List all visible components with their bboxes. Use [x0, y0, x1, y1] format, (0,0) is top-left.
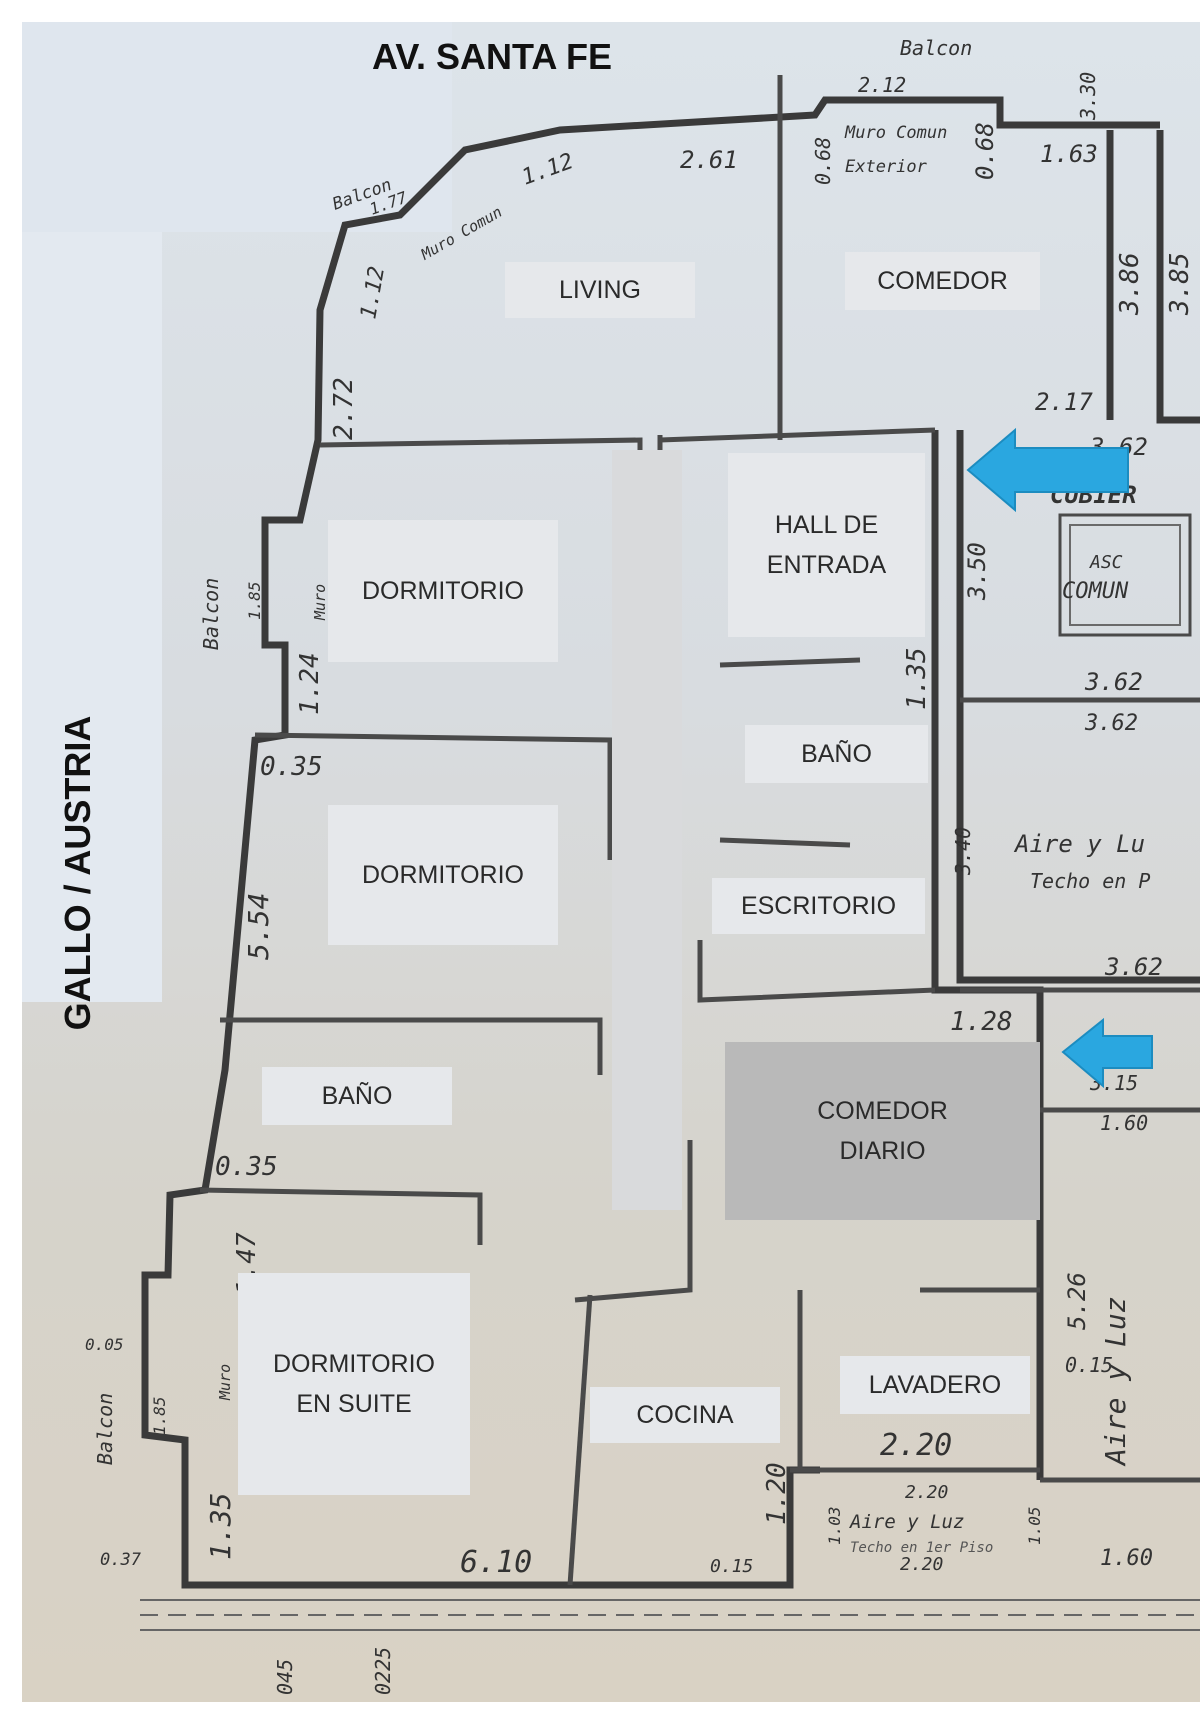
room-label-dormitorio-2: DORMITORIO — [328, 805, 558, 945]
plan-text-comun: COMUN — [1062, 579, 1129, 604]
dim-label: 5.26 — [1063, 1272, 1091, 1330]
elevator-box — [1058, 513, 1192, 637]
dim-label: 3.85 — [1165, 252, 1195, 316]
dim-label: 3.40 — [951, 827, 975, 876]
dim-label: 1.03 — [825, 1506, 844, 1545]
plan-text-techo-piso: Techo en 1er Piso — [850, 1540, 993, 1556]
arrow-left-icon — [1061, 1017, 1153, 1089]
dim-label: 0.15 — [1065, 1353, 1113, 1377]
dim-label: 1.60 — [1100, 1111, 1148, 1135]
dim-label: 3.62 — [1104, 953, 1163, 981]
dim-label: 1.85 — [245, 581, 264, 620]
dim-label: 3.30 — [1076, 72, 1100, 121]
plan-text-aire-luz: Aire y Lu — [1013, 830, 1145, 858]
plan-text-asc: ASC — [1089, 552, 1123, 573]
room-label-comedor-diario: COMEDOR DIARIO — [725, 1042, 1040, 1220]
dim-label: 2.12 — [858, 73, 906, 97]
dim-label: 0.68 — [811, 137, 835, 185]
room-label-comedor: COMEDOR — [845, 252, 1040, 310]
dim-label: 1.24 — [295, 652, 325, 715]
dim-label: 3.62 — [1084, 711, 1138, 736]
room-label-cocina: COCINA — [590, 1387, 780, 1443]
plan-text-exterior: Exterior — [845, 157, 928, 177]
dim-label: 1.63 — [1040, 140, 1098, 168]
plan-text-muro-1: Muro — [311, 584, 329, 621]
dim-label: 0.68 — [971, 122, 999, 180]
dim-label: 1.85 — [150, 1396, 169, 1435]
dim-label: 1.35 — [204, 1493, 237, 1560]
plan-text-techo-en: Techo en P — [1030, 869, 1150, 893]
dim-label: 5.54 — [242, 893, 275, 960]
room-label-hall: HALL DE ENTRADA — [728, 453, 925, 637]
plan-text-balcon-top: Balcon — [900, 36, 972, 60]
dim-label: 6.10 — [460, 1545, 532, 1580]
dim-label: 2.20 — [900, 1554, 943, 1575]
arrow-left-icon — [966, 427, 1129, 513]
dim-label: 1.12 — [356, 265, 390, 322]
dim-label: 045 — [273, 1659, 297, 1695]
room-label-dormitorio-1: DORMITORIO — [328, 520, 558, 662]
corridor-band — [612, 450, 682, 1210]
paper-band — [22, 22, 452, 232]
dim-label: 2.61 — [680, 146, 738, 174]
street-lines — [140, 1599, 1200, 1631]
dim-label: 1.60 — [1100, 1546, 1153, 1571]
dim-label: 2.17 — [1035, 388, 1093, 416]
room-label-bano-1: BAÑO — [745, 725, 928, 783]
dim-label: 2.72 — [329, 377, 359, 440]
dim-label: 3.62 — [1084, 668, 1143, 696]
dim-label: 1.20 — [762, 1462, 792, 1525]
dim-label: 0.35 — [260, 752, 323, 782]
room-label-bano-2: BAÑO — [262, 1067, 452, 1125]
dim-label: 1.05 — [1025, 1506, 1044, 1545]
room-label-escritorio: ESCRITORIO — [712, 878, 925, 934]
plan-text-aire-luz-vertical: Aire y Luz — [1099, 1296, 1132, 1467]
dim-label: 0.15 — [710, 1556, 753, 1577]
room-label-living: LIVING — [505, 262, 695, 318]
dim-label: 0.35 — [215, 1152, 278, 1182]
dim-label: 1.35 — [902, 647, 932, 710]
street-name-left: GALLO / AUSTRIA — [57, 715, 98, 1031]
dim-label: 0.05 — [85, 1335, 124, 1354]
plan-text-muro-comun: Muro Comun — [844, 123, 947, 143]
plan-text-balcon-2: Balcon — [93, 1393, 117, 1465]
dim-label: 3.50 — [963, 542, 991, 601]
outer-walls — [141, 96, 1200, 1589]
dim-label: 0.37 — [100, 1550, 142, 1570]
room-label-dormitorio-suite: DORMITORIO EN SUITE — [238, 1273, 470, 1495]
street-name-top: AV. SANTA FE — [372, 36, 613, 77]
dim-label: 1.28 — [950, 1007, 1013, 1037]
room-label-lavadero: LAVADERO — [840, 1356, 1030, 1414]
elevator-inner — [1069, 524, 1181, 626]
dim-label: 0225 — [371, 1647, 395, 1695]
plan-text-muro-2: Muro — [216, 1364, 234, 1401]
dim-label: 2.20 — [880, 1428, 952, 1463]
plan-text-balcon-1: Balcon — [199, 578, 223, 650]
dim-label: 3.86 — [1115, 252, 1145, 316]
dim-label: 1.12 — [519, 149, 577, 191]
dim-label: 2.20 — [905, 1482, 948, 1503]
paper-band — [22, 232, 162, 1002]
plan-text-aire-luz-small: Aire y Luz — [849, 1511, 964, 1533]
